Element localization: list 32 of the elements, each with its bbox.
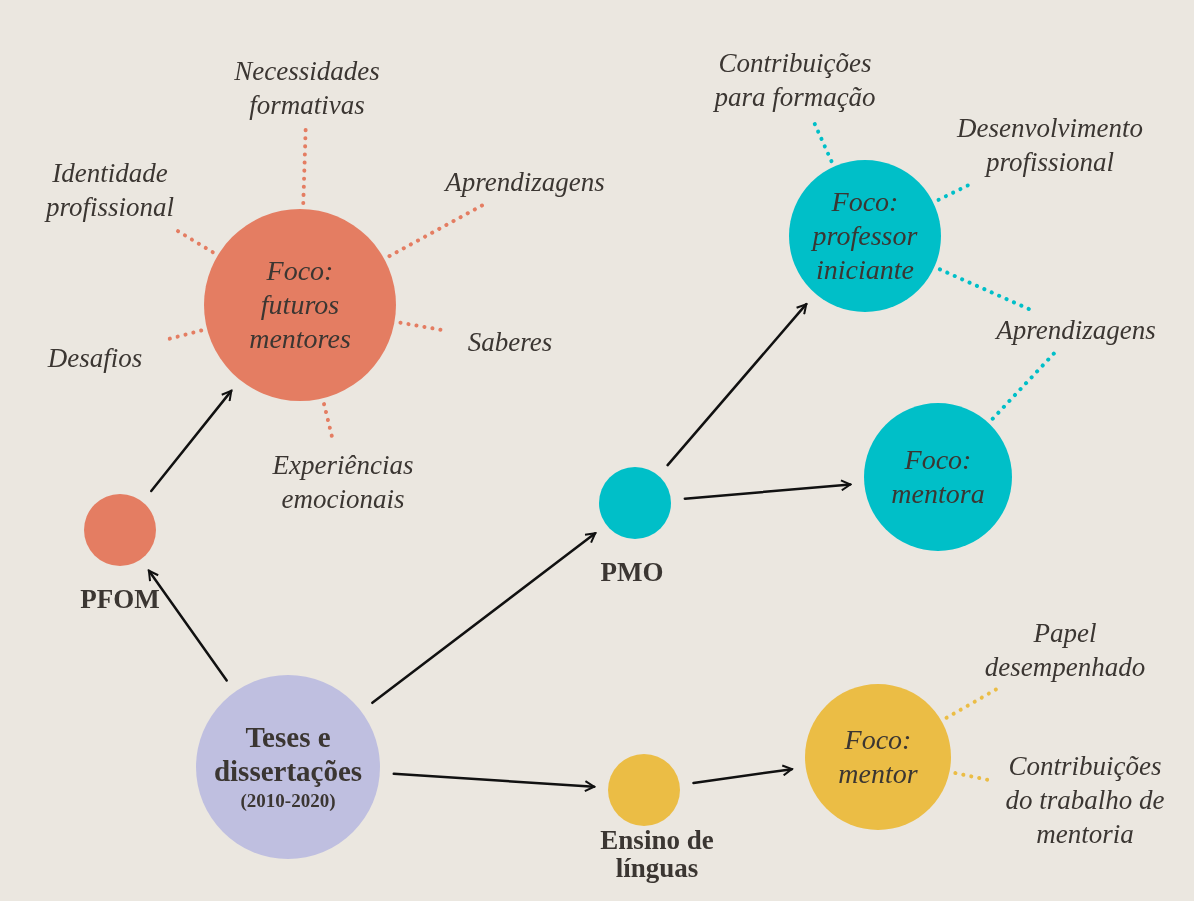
node-text: Foco: professor iniciante <box>810 185 919 287</box>
arrow <box>150 389 233 493</box>
topic-label: Contribuições do trabalho de mentoria <box>995 748 1175 852</box>
node-text: Teses e dissertações <box>212 720 364 788</box>
node-text: (2010-2020) <box>240 789 336 813</box>
topic-label: Papel desempenhado <box>970 615 1160 685</box>
node-text: Foco: futuros mentores <box>248 254 352 356</box>
arrow <box>692 764 794 785</box>
topic-label: Saberes <box>450 324 570 360</box>
arrow <box>666 302 808 467</box>
dotted-connector <box>953 771 992 783</box>
topic-label: Aprendizagens <box>420 164 630 200</box>
node-label: PMO <box>599 558 665 586</box>
dotted-connector <box>937 267 1033 312</box>
topic-label: Necessidades formativas <box>212 53 402 123</box>
arrow <box>683 479 852 500</box>
node-label: Ensino de línguas <box>599 826 715 882</box>
topic-label: Experiências emocionais <box>243 447 443 517</box>
dotted-connector <box>990 350 1057 421</box>
topic-label: Desafios <box>30 340 160 376</box>
topic-label: Aprendizagens <box>971 312 1181 348</box>
dotted-connector <box>301 127 308 206</box>
dotted-connector <box>944 686 1001 720</box>
arrow <box>147 569 228 682</box>
topic-label: Desenvolvimento profissional <box>940 110 1160 180</box>
topic-label: Contribuições para formação <box>700 45 890 115</box>
node-label: PFOM <box>79 585 161 613</box>
node-text: Foco: mentora <box>890 443 986 511</box>
topic-label: Identidade profissional <box>20 155 200 225</box>
arrow <box>371 532 597 705</box>
node-text: Foco: mentor <box>837 723 919 791</box>
arrow <box>392 772 596 793</box>
